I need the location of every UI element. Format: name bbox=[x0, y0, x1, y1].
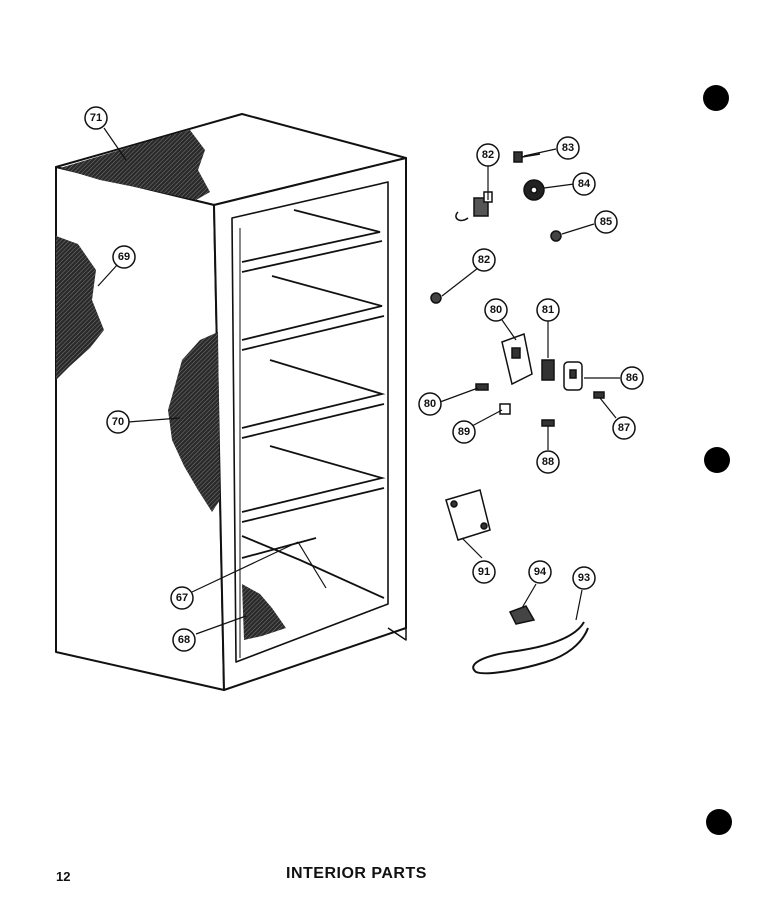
svg-text:94: 94 bbox=[534, 566, 547, 578]
switch-part bbox=[455, 191, 493, 222]
svg-text:88: 88 bbox=[542, 456, 554, 468]
spacer-block bbox=[541, 359, 555, 381]
svg-text:68: 68 bbox=[178, 634, 190, 646]
drawer-floor bbox=[241, 535, 385, 599]
punch-hole-bottom bbox=[706, 809, 732, 835]
svg-text:84: 84 bbox=[578, 178, 591, 190]
svg-text:67: 67 bbox=[176, 592, 188, 604]
screw-part-top bbox=[513, 151, 541, 163]
small-parts bbox=[430, 151, 605, 675]
svg-text:71: 71 bbox=[90, 112, 102, 124]
leader-lines bbox=[97, 127, 620, 635]
callout-89: 89 bbox=[452, 420, 476, 444]
cabinet-foot bbox=[387, 627, 407, 641]
nut-part bbox=[550, 230, 562, 242]
top-insulation-cutaway bbox=[60, 130, 210, 200]
svg-text:85: 85 bbox=[600, 216, 612, 228]
power-cord bbox=[472, 621, 589, 675]
callout-70: 70 bbox=[106, 410, 130, 434]
callout-82-mid: 82 bbox=[472, 248, 496, 272]
svg-text:81: 81 bbox=[542, 304, 554, 316]
callouts: 71 69 70 67 68 82 83 84 85 82 80 81 86 8… bbox=[84, 106, 644, 652]
liner-cutaway bbox=[168, 332, 220, 512]
screw-part-right bbox=[593, 391, 605, 399]
svg-text:82: 82 bbox=[478, 254, 490, 266]
page-title: INTERIOR PARTS bbox=[286, 865, 427, 882]
svg-text:87: 87 bbox=[618, 422, 630, 434]
callout-81: 81 bbox=[536, 298, 560, 322]
punch-hole-top bbox=[703, 85, 729, 111]
callout-67: 67 bbox=[170, 586, 194, 610]
shelf-3 bbox=[241, 359, 386, 439]
callout-71: 71 bbox=[84, 106, 108, 130]
clip-part bbox=[430, 292, 442, 304]
callout-88: 88 bbox=[536, 450, 560, 474]
shelf-2 bbox=[241, 275, 385, 351]
svg-text:89: 89 bbox=[458, 426, 470, 438]
spring-clip bbox=[499, 403, 511, 415]
wire-retainer bbox=[508, 605, 536, 625]
callout-91: 91 bbox=[472, 560, 496, 584]
punch-hole-middle bbox=[704, 447, 730, 473]
callout-80-top: 80 bbox=[484, 298, 508, 322]
binder-holes bbox=[703, 85, 732, 835]
callout-68: 68 bbox=[172, 628, 196, 652]
callout-83: 83 bbox=[556, 136, 580, 160]
callout-93: 93 bbox=[572, 566, 596, 590]
callout-86: 86 bbox=[620, 366, 644, 390]
svg-text:91: 91 bbox=[478, 566, 490, 578]
svg-text:82: 82 bbox=[482, 149, 494, 161]
page-number: 12 bbox=[56, 869, 71, 884]
svg-text:83: 83 bbox=[562, 142, 574, 154]
screw-part-left bbox=[475, 383, 489, 391]
hinge-bracket bbox=[445, 489, 491, 541]
latch-bracket bbox=[501, 332, 533, 386]
svg-text:69: 69 bbox=[118, 251, 130, 263]
bottom-insulation-cutaway bbox=[242, 584, 286, 640]
shelf-1 bbox=[241, 209, 383, 273]
side-insulation-cutaway bbox=[56, 236, 104, 380]
svg-text:93: 93 bbox=[578, 572, 590, 584]
callout-87: 87 bbox=[612, 416, 636, 440]
svg-text:86: 86 bbox=[626, 372, 638, 384]
callout-80-bottom: 80 bbox=[418, 392, 442, 416]
insulation-cutaways bbox=[56, 130, 286, 640]
svg-text:80: 80 bbox=[424, 398, 436, 410]
shelves bbox=[241, 209, 386, 599]
screw-part-bottom bbox=[541, 419, 555, 427]
svg-text:80: 80 bbox=[490, 304, 502, 316]
cabinet-front-frame bbox=[213, 157, 407, 691]
callout-84: 84 bbox=[572, 172, 596, 196]
cabinet bbox=[55, 113, 407, 691]
cabinet-opening bbox=[231, 181, 389, 663]
callout-85: 85 bbox=[594, 210, 618, 234]
svg-text:70: 70 bbox=[112, 416, 124, 428]
callout-82-top: 82 bbox=[476, 143, 500, 167]
shelf-4 bbox=[241, 445, 386, 523]
callout-94: 94 bbox=[528, 560, 552, 584]
callout-69: 69 bbox=[112, 245, 136, 269]
